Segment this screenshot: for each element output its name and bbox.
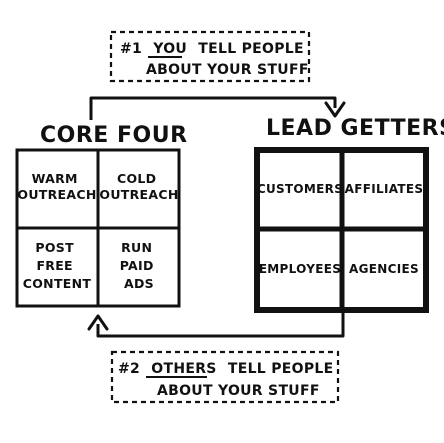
- bottom-note-line2: ABOUT YOUR STUFF: [157, 383, 320, 399]
- lead-cell-agencies: AGENCIES: [349, 262, 419, 276]
- top-note-rest: TELL PEOPLE: [198, 41, 304, 57]
- top-note-line2: ABOUT YOUR STUFF: [146, 62, 309, 78]
- lead-cell-affiliates: AFFILIATES: [345, 182, 424, 196]
- lead-getters-title: LEAD GETTERS: [266, 116, 444, 141]
- top-note-emphasis: YOU: [152, 41, 187, 57]
- bottom-note-dashed-box: [110, 350, 340, 404]
- bottom-note-emphasis: OTHERS: [151, 361, 216, 377]
- bottom-note-line1: #2 OTHERS TELL PEOPLE: [118, 361, 333, 377]
- lead-cell-customers: CUSTOMERS: [257, 182, 343, 196]
- bottom-note: #2 OTHERS TELL PEOPLE ABOUT YOUR STUFF: [110, 350, 340, 404]
- core-four-title: CORE FOUR: [40, 123, 188, 148]
- bottom-note-prefix: #2: [118, 361, 140, 377]
- core-four-grid: WARM OUTREACH COLD OUTREACH POST FREE CO…: [15, 148, 181, 308]
- core-cell-warm-outreach: WARM OUTREACH: [17, 171, 96, 202]
- top-note: #1 YOU TELL PEOPLE ABOUT YOUR STUFF: [109, 30, 311, 83]
- bottom-connector-arrow: [87, 312, 345, 338]
- top-note-dashed-box: [109, 30, 311, 83]
- top-note-line1: #1 YOU TELL PEOPLE: [120, 41, 304, 57]
- top-note-prefix: #1: [120, 41, 142, 57]
- top-connector-arrow: [89, 96, 346, 120]
- lead-getters-grid: CUSTOMERS AFFILIATES EMPLOYEES AGENCIES: [254, 147, 429, 313]
- bottom-note-rest: TELL PEOPLE: [228, 361, 334, 377]
- lead-cell-employees: EMPLOYEES: [259, 262, 341, 276]
- core-cell-post-free-content: POST FREE CONTENT: [23, 240, 92, 291]
- core-cell-cold-outreach: COLD OUTREACH: [99, 171, 178, 202]
- core-cell-run-paid-ads: RUN PAID ADS: [120, 240, 159, 291]
